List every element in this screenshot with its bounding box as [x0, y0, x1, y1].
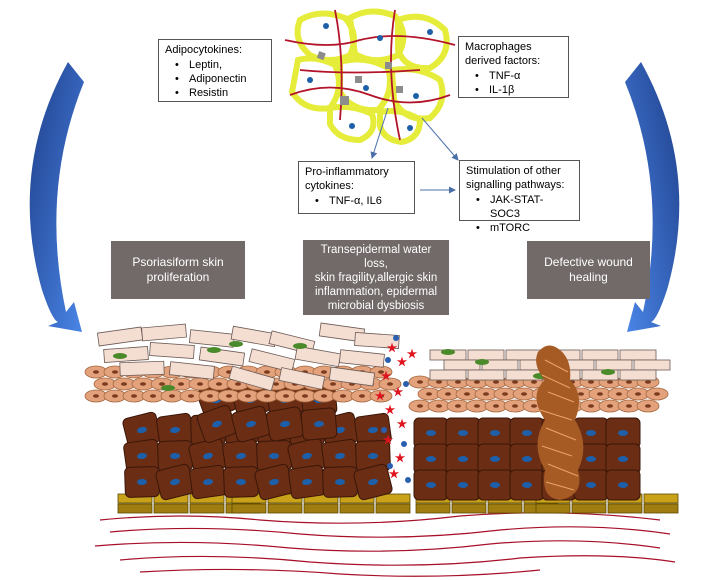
- effect-wound-line2: healing: [569, 270, 608, 284]
- signalling-title-2: signalling pathways:: [466, 179, 565, 191]
- proinflammatory-title-2: cytokines:: [305, 180, 354, 192]
- corneocyte-layer: [96, 322, 671, 392]
- effect-barrier: Transepidermal water loss, skin fragilit…: [303, 240, 449, 315]
- adipocytokine-item: Adiponectin: [175, 72, 265, 86]
- adipocytokines-box: Adipocytokines: Leptin, Adiponectin Resi…: [158, 39, 272, 102]
- signalling-title: Stimulation of other: [466, 165, 561, 177]
- effect-barrier-line4: microbial dysbiosis: [327, 299, 425, 312]
- macrophages-box: Macrophages derived factors: TNF-α IL-1β: [458, 36, 569, 98]
- left-curved-arrow: [29, 62, 84, 332]
- wound-scab: [536, 345, 584, 500]
- effect-psoriasiform-line1: Psoriasiform skin: [132, 255, 224, 269]
- macrophage-factor-item: TNF-α: [475, 69, 562, 83]
- adipocytokines-title: Adipocytokines:: [165, 44, 243, 56]
- signalling-box: Stimulation of other signalling pathways…: [459, 160, 580, 235]
- dermis-fibers: [94, 512, 676, 577]
- macrophages-title: Macrophages: [465, 41, 532, 53]
- effect-psoriasiform: Psoriasiform skin proliferation: [111, 241, 245, 299]
- effect-barrier-line1: Transepidermal water loss,: [320, 243, 432, 270]
- pathway-item: JAK-STAT-SOC3: [476, 193, 573, 221]
- cytokine-item: TNF-α, IL6: [315, 194, 408, 208]
- effect-wound-line1: Defective wound: [544, 255, 633, 269]
- proinflammatory-box: Pro-inflammatory cytokines: TNF-α, IL6: [298, 161, 415, 214]
- macrophages-title-2: derived factors:: [465, 55, 541, 67]
- pathway-item: mTORC: [476, 221, 573, 235]
- adipocytokine-item: Resistin: [175, 86, 265, 100]
- basal-layer: [122, 380, 641, 501]
- macrophage-factor-item: IL-1β: [475, 83, 562, 97]
- adipose-tissue-cluster: [284, 8, 456, 146]
- right-curved-arrow: [625, 62, 680, 332]
- effect-barrier-line2: skin fragility,allergic skin: [314, 271, 438, 284]
- proinflammatory-title: Pro-inflammatory: [305, 166, 389, 178]
- barrier-gap-microbes: [374, 335, 418, 483]
- effect-wound-healing: Defective wound healing: [527, 241, 650, 299]
- adipocytokine-item: Leptin,: [175, 58, 265, 72]
- effect-barrier-line3: inflammation, epidermal: [314, 285, 438, 298]
- effect-psoriasiform-line2: proliferation: [146, 270, 210, 284]
